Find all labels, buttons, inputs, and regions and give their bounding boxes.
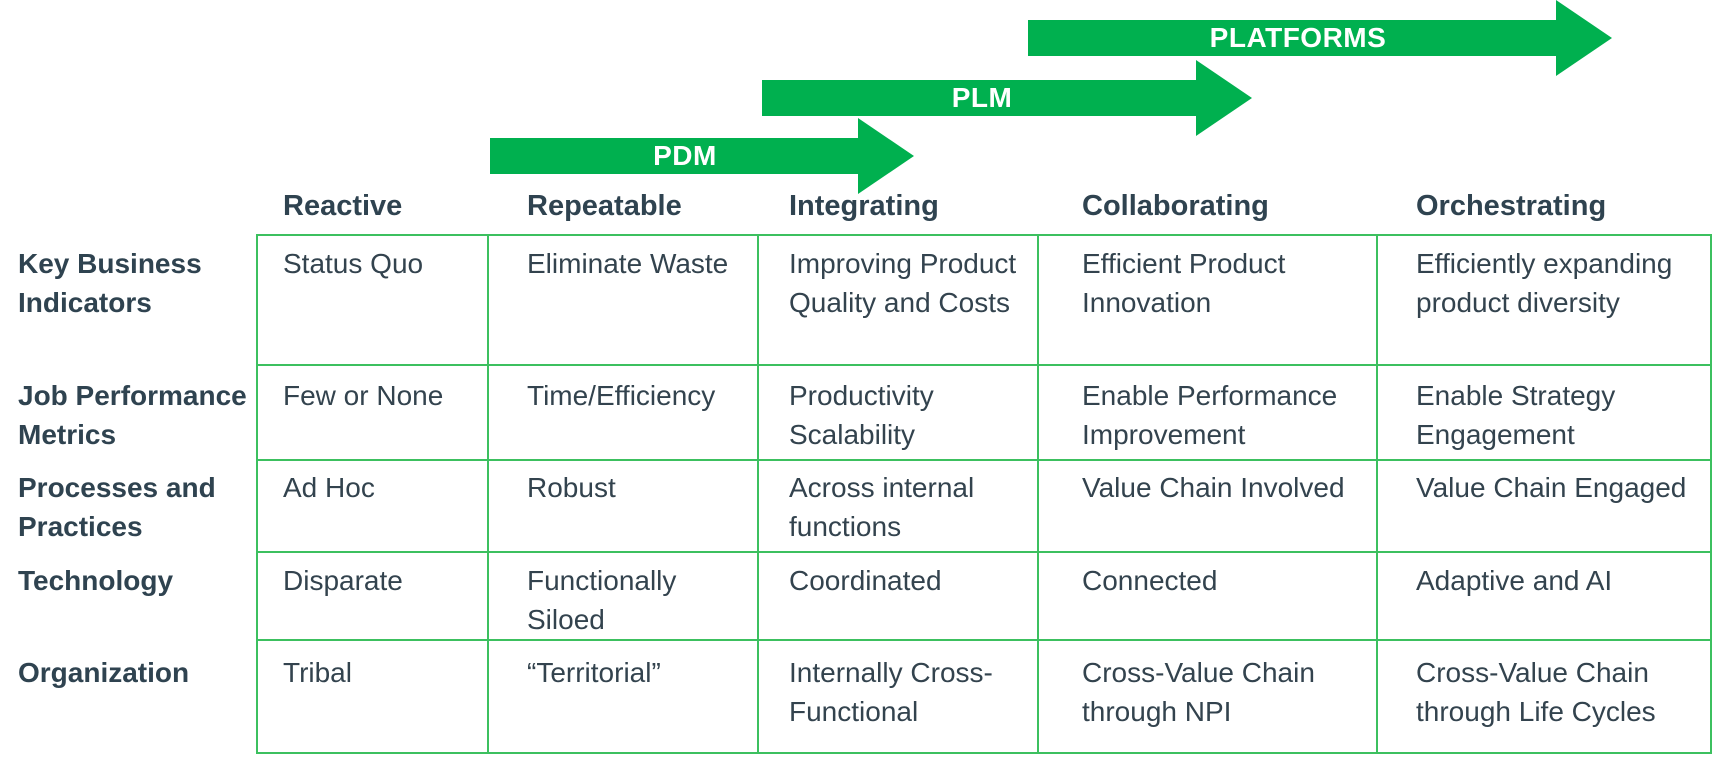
row-header-organization: Organization: [18, 657, 190, 688]
column-header-collaborating: Collaborating: [1082, 190, 1269, 222]
cell-org-repeatable: “Territorial”: [527, 657, 661, 688]
cell-pp-orchestrating: Value Chain Engaged: [1416, 472, 1687, 503]
cell-tech-orchestrating: Adaptive and AI: [1416, 565, 1613, 596]
column-header-reactive: Reactive: [283, 190, 403, 222]
column-divider: [757, 234, 759, 754]
column-header-orchestrating: Orchestrating: [1416, 190, 1607, 222]
cell-jpm-orchestrating: Enable Strategy Engagement: [1416, 380, 1616, 450]
row-header-technology: Technology: [18, 565, 174, 596]
cell-kbi-repeatable: Eliminate Waste: [527, 248, 729, 279]
cell-org-integrating: Internally Cross-Functional: [789, 657, 993, 727]
cell-tech-collaborating: Connected: [1082, 565, 1218, 596]
cell-jpm-collaborating: Enable Performance Improvement: [1082, 380, 1338, 450]
cell-pp-repeatable: Robust: [527, 472, 616, 503]
cell-kbi-collaborating: Efficient Product Innovation: [1082, 248, 1286, 318]
cell-jpm-repeatable: Time/Efficiency: [527, 380, 716, 411]
column-header-repeatable: Repeatable: [527, 190, 682, 222]
cell-kbi-orchestrating: Efficiently expanding product diversity: [1416, 248, 1673, 318]
cell-pp-collaborating: Value Chain Involved: [1082, 472, 1345, 503]
pdm-arrow: PDM: [490, 118, 914, 194]
cell-tech-reactive: Disparate: [283, 565, 403, 596]
row-header-key-business-indicators: Key Business Indicators: [18, 248, 202, 318]
maturity-table-frame: [256, 234, 1712, 754]
cell-jpm-reactive: Few or None: [283, 380, 444, 411]
cell-kbi-integrating: Improving Product Quality and Costs: [789, 248, 1017, 318]
column-header-integrating: Integrating: [789, 190, 939, 222]
row-divider: [256, 364, 1712, 366]
cell-jpm-integrating: Productivity Scalability: [789, 380, 934, 450]
row-header-processes-and-practices: Processes and Practices: [18, 472, 216, 542]
cell-org-collaborating: Cross-Value Chain through NPI: [1082, 657, 1315, 727]
cell-pp-reactive: Ad Hoc: [283, 472, 375, 503]
cell-org-orchestrating: Cross-Value Chain through Life Cycles: [1416, 657, 1656, 727]
cell-org-reactive: Tribal: [283, 657, 352, 688]
cell-pp-integrating: Across internal functions: [789, 472, 975, 542]
platforms-arrow: PLATFORMS: [1028, 0, 1612, 76]
row-divider: [256, 551, 1712, 553]
column-divider: [1037, 234, 1039, 754]
plm-arrow-label: PLM: [951, 82, 1013, 113]
cell-tech-integrating: Coordinated: [789, 565, 942, 596]
cell-kbi-reactive: Status Quo: [283, 248, 424, 279]
plm-arrow: PLM: [762, 60, 1252, 136]
row-header-job-performance-metrics: Job Performance Metrics: [18, 380, 247, 450]
column-divider: [487, 234, 489, 754]
column-divider: [1376, 234, 1378, 754]
row-divider: [256, 639, 1712, 641]
pdm-arrow-label: PDM: [653, 140, 717, 171]
cell-tech-repeatable: Functionally Siloed: [527, 565, 677, 635]
platforms-arrow-label: PLATFORMS: [1209, 22, 1387, 53]
row-divider: [256, 459, 1712, 461]
